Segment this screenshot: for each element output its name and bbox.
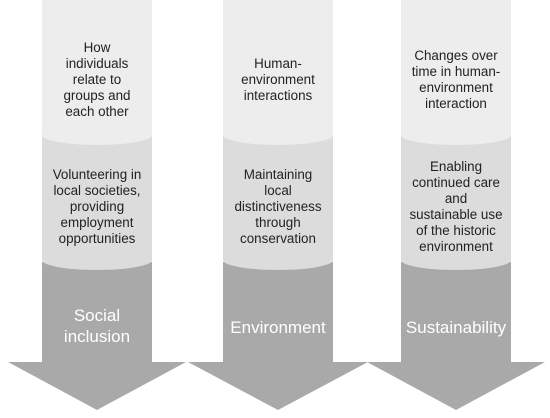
cylinder-segment-light-3 bbox=[401, 0, 511, 145]
column-2-arrow-label: Environment bbox=[230, 318, 326, 337]
column-1-arrow-label: Social inclusion bbox=[63, 306, 131, 347]
cylinder-segment-mid-3 bbox=[401, 135, 511, 270]
column-3-arrow-label: Sustainability bbox=[405, 318, 507, 337]
cylinder-segment-mid-1 bbox=[42, 135, 152, 270]
column-1-level-2-text: Volunteering in local societies, providi… bbox=[52, 167, 142, 247]
arrow-environment bbox=[188, 262, 368, 410]
cylinder-segment-mid-2 bbox=[223, 135, 333, 270]
column-3-level-2-text: Enabling continued care and sustainable … bbox=[409, 159, 503, 255]
column-1-level-1-text: How individuals relate to groups and eac… bbox=[63, 40, 131, 120]
column-2-level-1-text: Human- environment interactions bbox=[241, 56, 315, 104]
column-social-inclusion bbox=[8, 0, 186, 410]
cylinder-segment-light-2 bbox=[223, 0, 333, 145]
cylinder-segment-light-1 bbox=[42, 0, 152, 145]
arrow-social-inclusion bbox=[8, 262, 186, 410]
arrow-sustainability bbox=[367, 262, 545, 410]
column-2-level-2-text: Maintaining local distinctiveness throug… bbox=[234, 167, 322, 247]
column-3-level-1-text: Changes over time in human- environment … bbox=[411, 48, 501, 112]
column-sustainability bbox=[367, 0, 545, 410]
column-environment bbox=[188, 0, 368, 410]
